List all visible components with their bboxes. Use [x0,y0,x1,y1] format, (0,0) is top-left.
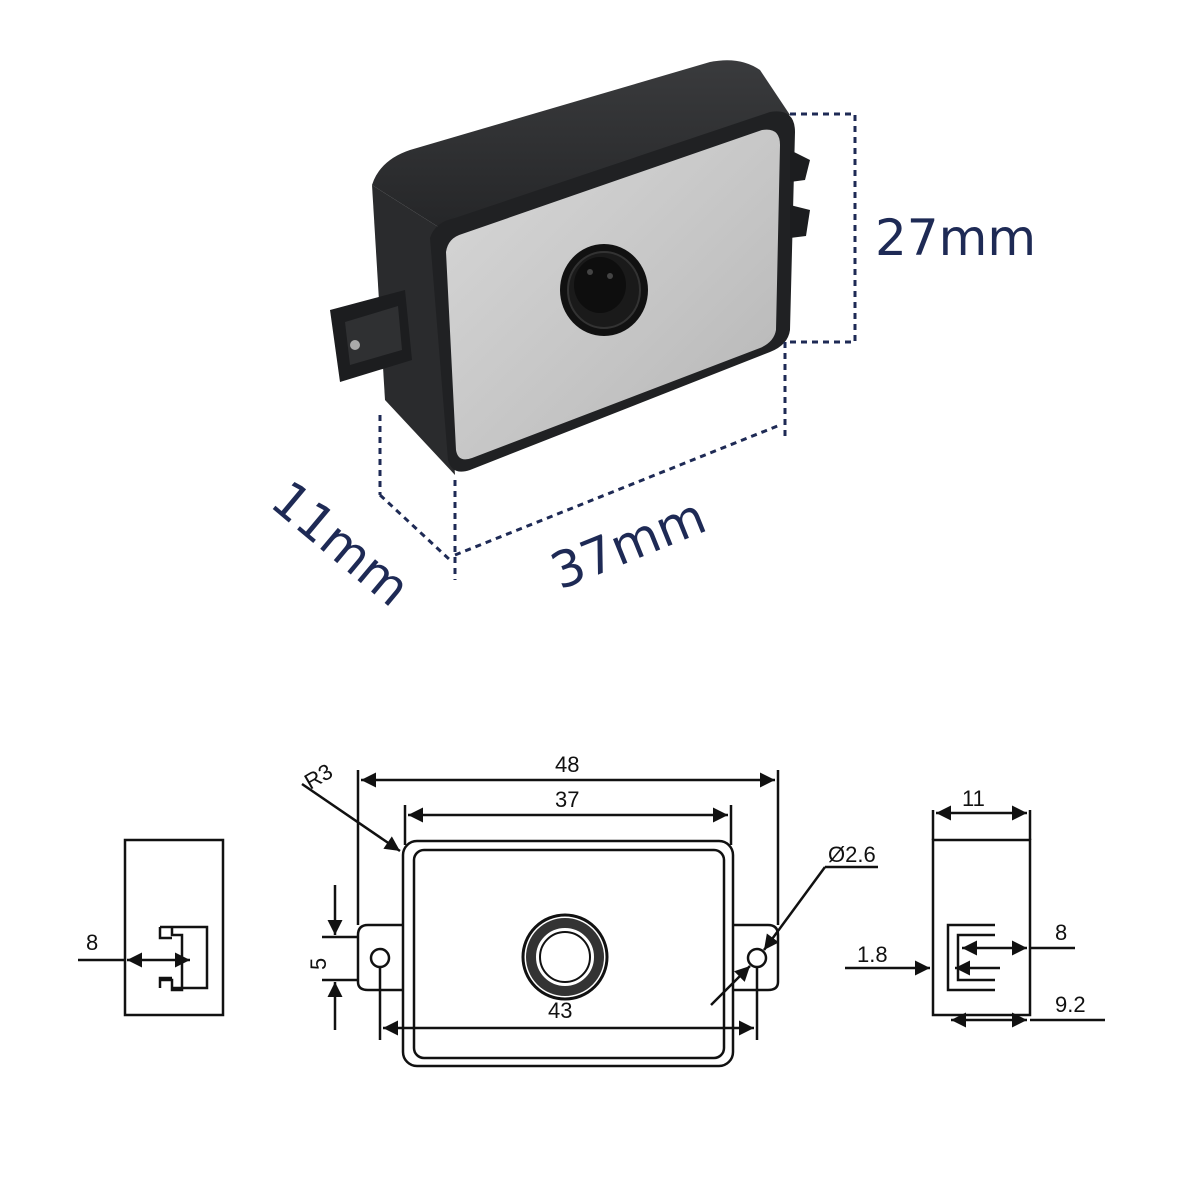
product-photo: 27mm 37mm 11mm [260,60,1036,618]
technical-drawing [78,770,1105,1068]
height-label: 27mm [875,209,1036,267]
slot-total-label: 9.2 [1055,992,1086,1017]
left-slot-depth-label: 8 [86,930,98,955]
wall-offset-label: 1.8 [857,942,888,967]
thickness-label: 11 [962,786,985,811]
right-slot-depth-label: 8 [1055,920,1067,945]
width-label: 37mm [543,487,714,601]
front-view [301,770,878,1068]
depth-label: 11mm [260,470,421,618]
hole-diameter-label: Ø2.6 [828,842,876,867]
corner-radius-label: R3 [300,759,337,795]
right-side-view [845,805,1105,1028]
left-side-view [78,838,225,1017]
body-width-label: 37 [555,787,579,812]
tab-height-label: 5 [306,958,331,970]
overall-width-label: 48 [555,752,579,777]
hole-spacing-label: 43 [548,998,572,1023]
